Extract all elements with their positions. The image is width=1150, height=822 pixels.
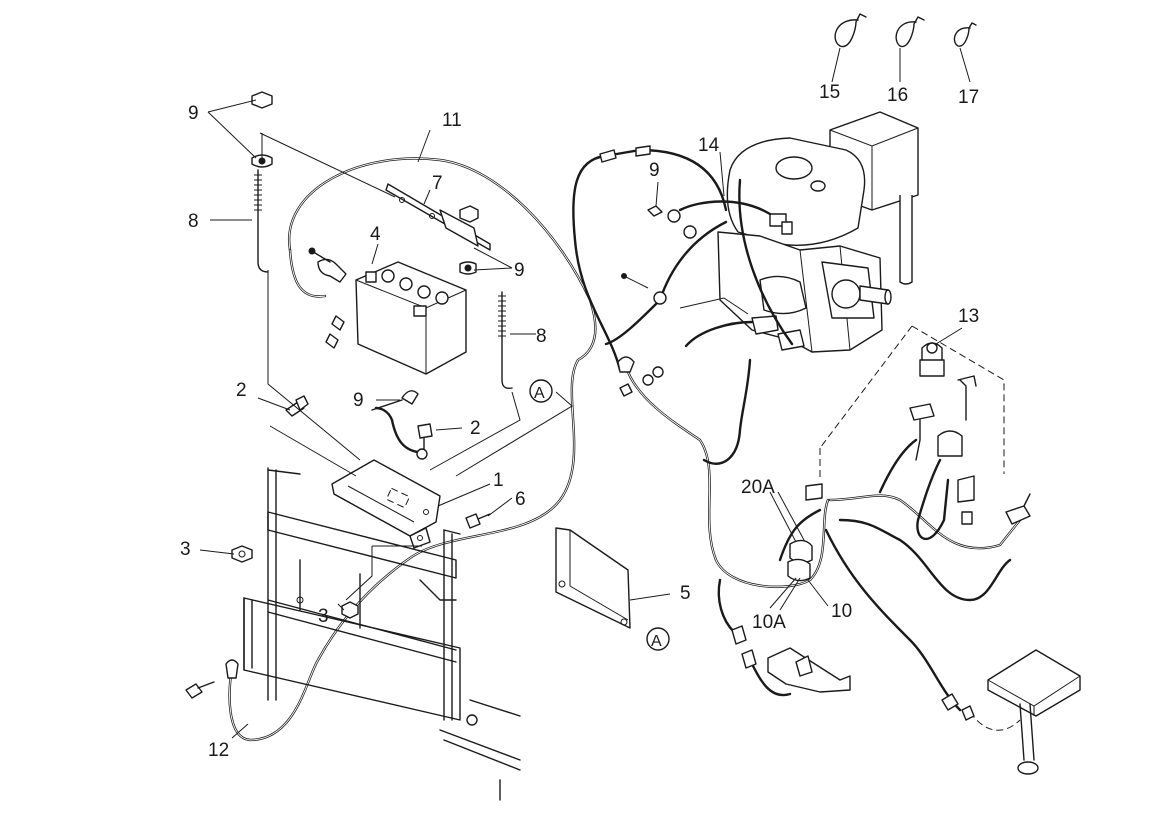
- callout-9-engine: 9: [649, 160, 660, 181]
- pto-switch-assembly: [941, 649, 1081, 775]
- callout-10A: 10A: [752, 612, 786, 633]
- battery-tray-1: [331, 459, 441, 549]
- callout-3-left: 3: [180, 539, 191, 560]
- cable-tie-15: [831, 13, 867, 83]
- callout-3-center: 3: [318, 606, 329, 627]
- callout-9-right: 9: [514, 260, 525, 281]
- bolt-2-left: [285, 395, 309, 417]
- ground-cable-9: [371, 390, 428, 460]
- battery-4: [355, 261, 467, 375]
- reference-circle-a-bottom: [646, 627, 670, 651]
- bolt-6: [465, 513, 491, 529]
- cable-12-terminal: [185, 659, 239, 699]
- engine: [717, 111, 919, 353]
- callout-13: 13: [958, 306, 979, 327]
- nut-9-right: [459, 205, 479, 275]
- callout-labels: 15 16 17 9 11 14 9 7 8 4 9 13 8 2 9 A 2 …: [180, 82, 979, 761]
- callout-12: 12: [208, 740, 229, 761]
- callout-15: 15: [819, 82, 840, 103]
- callout-9-ground: 9: [353, 390, 364, 411]
- reference-circle-a-top: [529, 379, 553, 403]
- nut-3-left: [231, 545, 253, 563]
- frame: [243, 467, 521, 801]
- engine-terminal-hardware: [599, 145, 697, 397]
- callout-9-top: 9: [188, 103, 199, 124]
- wiring-harness: [228, 148, 1022, 742]
- j-bolt-8-right: [498, 291, 513, 390]
- leader-lines: [199, 99, 963, 739]
- callout-10: 10: [831, 601, 852, 622]
- nut-3-center: [341, 601, 359, 619]
- callout-8-right: 8: [536, 326, 547, 347]
- callout-5: 5: [680, 583, 691, 604]
- battery-cover-5: [555, 527, 631, 629]
- control-panel-outline: [805, 325, 1005, 525]
- callout-2-left: 2: [236, 380, 247, 401]
- key-switch-13: [919, 342, 945, 377]
- callout-7: 7: [432, 173, 443, 194]
- reference-a-bottom: A: [651, 633, 662, 650]
- j-bolt-8-left: [254, 169, 269, 273]
- battery-cable-ends: [308, 247, 347, 349]
- callout-20A: 20A: [741, 477, 775, 498]
- callout-2-right: 2: [470, 418, 481, 439]
- callout-11: 11: [442, 110, 462, 131]
- callout-4: 4: [370, 224, 381, 245]
- safety-switch: [1005, 493, 1031, 525]
- callout-6: 6: [515, 489, 526, 510]
- cable-tie-16: [895, 16, 925, 82]
- callout-8-left: 8: [188, 211, 199, 232]
- reference-a-top: A: [534, 385, 545, 402]
- callout-14: 14: [698, 135, 720, 156]
- clutch-switch-bracket: [731, 625, 851, 693]
- nut-9-top: [251, 91, 273, 168]
- callout-16: 16: [887, 85, 908, 106]
- callout-1: 1: [493, 470, 504, 491]
- connector-10A: [787, 558, 811, 582]
- battery-hold-down-7: [385, 183, 491, 251]
- cable-tie-17: [953, 22, 977, 83]
- callout-17: 17: [958, 87, 979, 108]
